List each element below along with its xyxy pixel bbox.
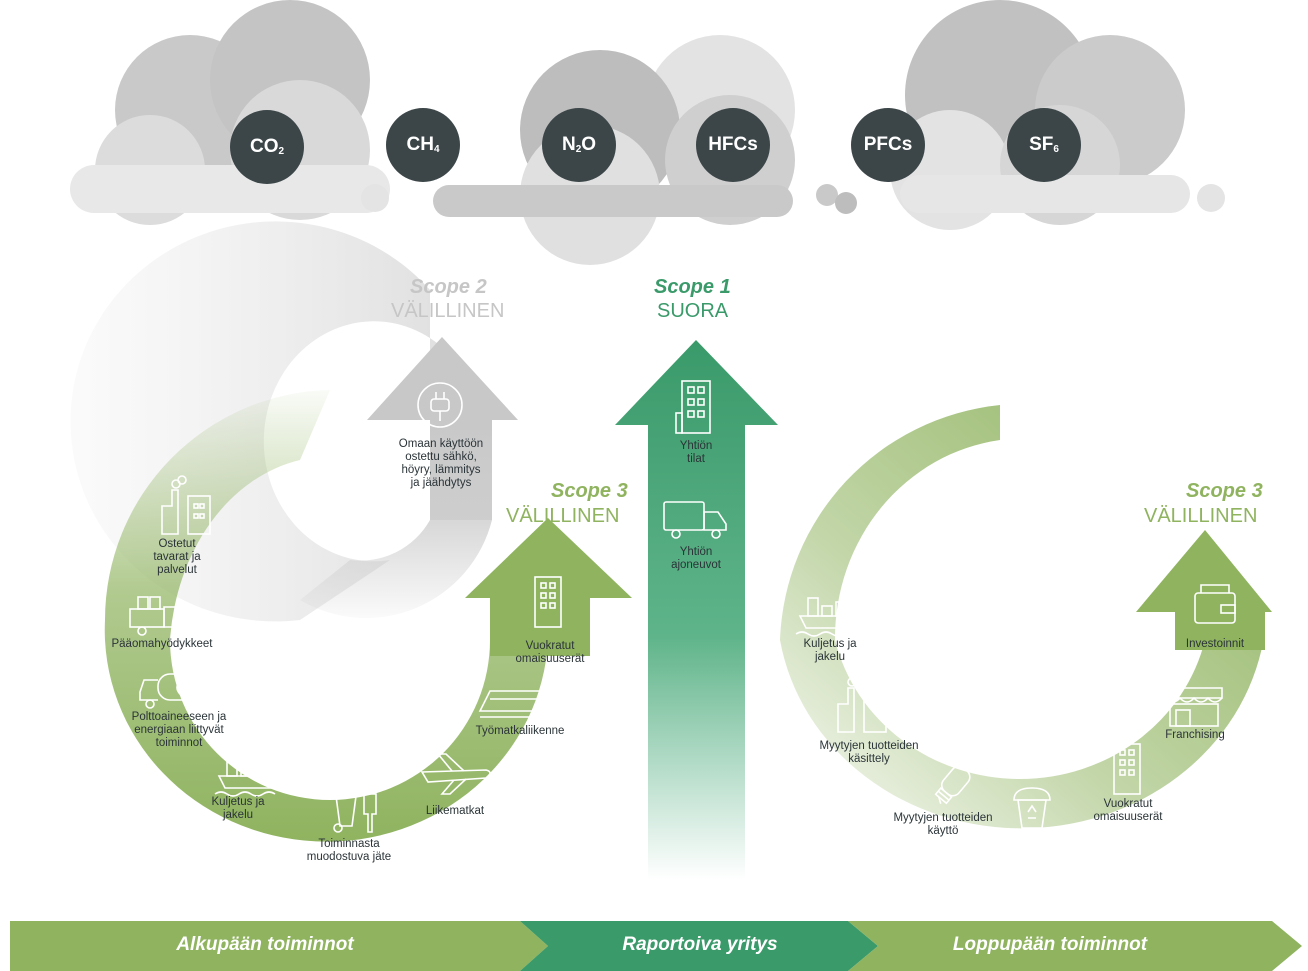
upstream-label-business-travel: Liikematkat bbox=[425, 805, 485, 817]
band-company-label: Raportoiva yritys bbox=[622, 934, 778, 955]
downstream-label-investments: Investoinnit bbox=[1185, 638, 1245, 650]
downstream-label-processing: Myytyjen tuotteiden käsittely bbox=[819, 740, 919, 765]
scope3-downstream-title: Scope 3 bbox=[1186, 480, 1263, 502]
upstream-label-commuting: Työmatkaliikenne bbox=[475, 725, 565, 737]
upstream-label-fuel-energy: Polttoaineeseen ja energiaan liittyvät t… bbox=[131, 711, 227, 749]
scope2-label-electricity: Omaan käyttöön ostettu sähkö, höyry, läm… bbox=[398, 438, 484, 489]
scope3-upstream-title: Scope 3 bbox=[551, 480, 628, 502]
upstream-label-transport: Kuljetus ja jakelu bbox=[211, 796, 265, 821]
waste-icon bbox=[333, 780, 377, 833]
cloud-left bbox=[70, 0, 390, 225]
scope2-title: Scope 2 bbox=[410, 276, 487, 298]
scope1-arrow bbox=[615, 340, 778, 880]
factory-icon bbox=[161, 475, 211, 535]
scope1-label-facilities: Yhtiön tilat bbox=[679, 440, 713, 465]
office-building-icon bbox=[534, 576, 562, 628]
downstream-label-use: Myytyjen tuotteiden käyttö bbox=[893, 812, 993, 837]
downstream-label-franchising: Franchising bbox=[1165, 729, 1225, 741]
scope3-downstream-subtitle: VÄLILLINEN bbox=[1144, 505, 1258, 527]
plug-icon bbox=[417, 382, 463, 428]
scope1-subtitle: SUORA bbox=[657, 300, 729, 322]
upstream-label-purchased-goods: Ostetut tavarat ja palvelut bbox=[153, 538, 201, 576]
upstream-label-capital-goods: Pääomahyödykkeet bbox=[111, 638, 213, 650]
upstream-label-leased-assets: Vuokratut omaisuuserät bbox=[515, 640, 585, 665]
downstream-label-transport: Kuljetus ja jakelu bbox=[803, 638, 857, 663]
building-icon bbox=[675, 380, 711, 434]
train-icon bbox=[462, 690, 574, 718]
gas-hfcs: HFCs bbox=[696, 108, 770, 182]
storefront-icon bbox=[1165, 687, 1223, 727]
lightbulb-icon bbox=[934, 765, 971, 805]
wallet-icon bbox=[1194, 584, 1236, 624]
scope1-label-vehicles: Yhtiön ajoneuvot bbox=[671, 546, 721, 571]
fuel-truck-icon bbox=[139, 673, 203, 709]
scope1-title: Scope 1 bbox=[654, 276, 731, 298]
downstream-label-leased-assets: Vuokratut omaisuuserät bbox=[1093, 798, 1163, 823]
factory-icon-downstream bbox=[837, 673, 887, 733]
bottom-band bbox=[10, 921, 1302, 971]
truck-icon bbox=[663, 501, 727, 539]
cloud-middle bbox=[433, 35, 857, 265]
delivery-truck-icon bbox=[129, 596, 189, 636]
ship-icon-downstream bbox=[795, 597, 862, 637]
office-building-icon-downstream bbox=[1113, 743, 1141, 795]
band-downstream-label: Loppupään toiminnot bbox=[952, 934, 1148, 955]
band-upstream-label: Alkupään toiminnot bbox=[176, 934, 354, 955]
ship-icon bbox=[214, 757, 281, 797]
gas-pfcs: PFCs bbox=[851, 108, 925, 182]
scope3-downstream-arrow bbox=[780, 405, 1272, 829]
upstream-label-waste: Toiminnasta muodostuva jäte bbox=[306, 838, 392, 863]
scope3-upstream-subtitle: VÄLILLINEN bbox=[506, 505, 620, 527]
scope2-subtitle: VÄLILLINEN bbox=[391, 300, 505, 322]
recycle-bin-icon bbox=[1013, 787, 1051, 829]
airplane-icon bbox=[420, 753, 491, 795]
scope3-upstream-arrow bbox=[104, 390, 632, 842]
